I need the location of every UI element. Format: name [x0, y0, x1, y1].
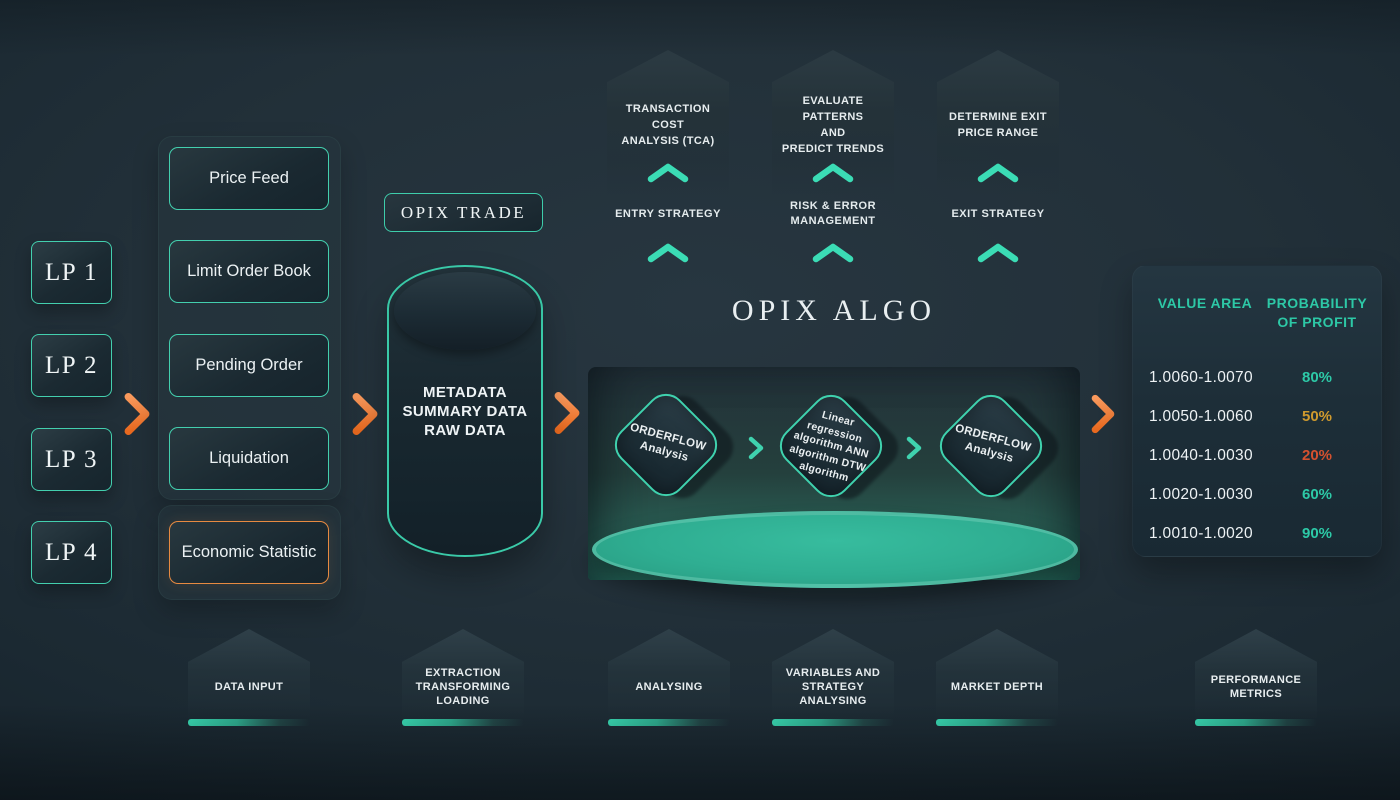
probability-cell: 50%	[1301, 408, 1333, 425]
process-step-label: DATA INPUT	[214, 680, 284, 693]
value-area-cell: 1.0060-1.0070	[1149, 368, 1253, 386]
value-area-header: VALUE AREA	[1157, 295, 1253, 311]
database-contents: METADATA SUMMARY DATA RAW DATA	[402, 383, 528, 439]
flow-arrow-icon	[124, 392, 150, 436]
value-area-cell: 1.0010-1.0020	[1149, 524, 1253, 542]
data-feed-node: Liquidation	[169, 427, 329, 490]
process-step: EXTRACTION TRANSFORMING LOADING	[402, 629, 524, 718]
strategy-column-risk: EVALUATE PATTERNS AND PREDICT TRENDS RIS…	[772, 50, 894, 268]
strategy-column-entry: TRANSACTION COST ANALYSIS (TCA) ENTRY ST…	[607, 50, 729, 268]
lp-node: LP 1	[31, 241, 112, 304]
up-chevron-icon	[647, 243, 689, 263]
flow-arrow-icon	[1091, 394, 1115, 434]
process-step-label: ANALYSING	[635, 680, 703, 693]
strategy-description: EVALUATE PATTERNS AND PREDICT TRENDS	[781, 95, 885, 155]
process-step-bar	[772, 719, 894, 726]
process-step: VARIABLES AND STRATEGY ANALYSING	[772, 629, 894, 718]
process-step: ANALYSING	[608, 629, 730, 718]
probability-header: PROBABILITY OF PROFIT	[1266, 295, 1368, 330]
process-step-bar	[402, 719, 524, 726]
flow-arrow-icon	[554, 391, 580, 435]
process-step-bar	[608, 719, 730, 726]
process-step-bar	[1195, 719, 1317, 726]
process-step-label: EXTRACTION TRANSFORMING LOADING	[415, 666, 511, 708]
process-step-bar	[936, 719, 1058, 726]
process-step-label: MARKET DEPTH	[950, 680, 1044, 693]
lp-node: LP 4	[31, 521, 112, 584]
probability-cell: 20%	[1301, 447, 1333, 464]
lp-node: LP 3	[31, 428, 112, 491]
stage-platform	[592, 511, 1078, 588]
probability-cell: 60%	[1301, 486, 1333, 503]
data-feed-node: Price Feed	[169, 147, 329, 210]
results-card: VALUE AREA PROBABILITY OF PROFIT 1.0060-…	[1132, 265, 1382, 557]
value-area-cell: 1.0020-1.0030	[1149, 485, 1253, 503]
pipeline-arrow-icon	[748, 436, 764, 460]
process-step: PERFORMANCE METRICS	[1195, 629, 1317, 718]
process-step-label: PERFORMANCE METRICS	[1210, 673, 1302, 700]
up-chevron-icon	[647, 163, 689, 183]
up-chevron-icon	[812, 243, 854, 263]
up-chevron-icon	[977, 163, 1019, 183]
process-step: MARKET DEPTH	[936, 629, 1058, 718]
process-step-bar	[188, 719, 310, 726]
probability-cell: 90%	[1301, 525, 1333, 542]
algo-title: OPIX ALGO	[731, 294, 937, 327]
probability-cell: 80%	[1301, 369, 1333, 386]
strategy-label: ENTRY STRATEGY	[615, 207, 721, 220]
database-cylinder: METADATA SUMMARY DATA RAW DATA	[387, 265, 543, 557]
flow-arrow-icon	[352, 392, 378, 436]
opix-trade-badge: OPIX TRADE	[384, 193, 543, 232]
strategy-description: TRANSACTION COST ANALYSIS (TCA)	[621, 103, 715, 147]
up-chevron-icon	[977, 243, 1019, 263]
lp-node: LP 2	[31, 334, 112, 397]
strategy-column-exit: DETERMINE EXIT PRICE RANGE EXIT STRATEGY	[937, 50, 1059, 268]
process-step-label: VARIABLES AND STRATEGY ANALYSING	[785, 666, 881, 708]
value-area-cell: 1.0040-1.0030	[1149, 446, 1253, 464]
up-chevron-icon	[812, 163, 854, 183]
results-table: VALUE AREA PROBABILITY OF PROFIT 1.0060-…	[1147, 294, 1371, 553]
data-feed-node: Limit Order Book	[169, 240, 329, 303]
pipeline-arrow-icon	[906, 436, 922, 460]
strategy-label: EXIT STRATEGY	[951, 207, 1045, 220]
process-step: DATA INPUT	[188, 629, 310, 718]
strategy-label: RISK & ERROR MANAGEMENT	[789, 200, 877, 227]
data-feed-node: Pending Order	[169, 334, 329, 397]
value-area-cell: 1.0050-1.0060	[1149, 407, 1253, 425]
economic-feed-node: Economic Statistic	[169, 521, 329, 584]
strategy-description: DETERMINE EXIT PRICE RANGE	[949, 111, 1047, 139]
